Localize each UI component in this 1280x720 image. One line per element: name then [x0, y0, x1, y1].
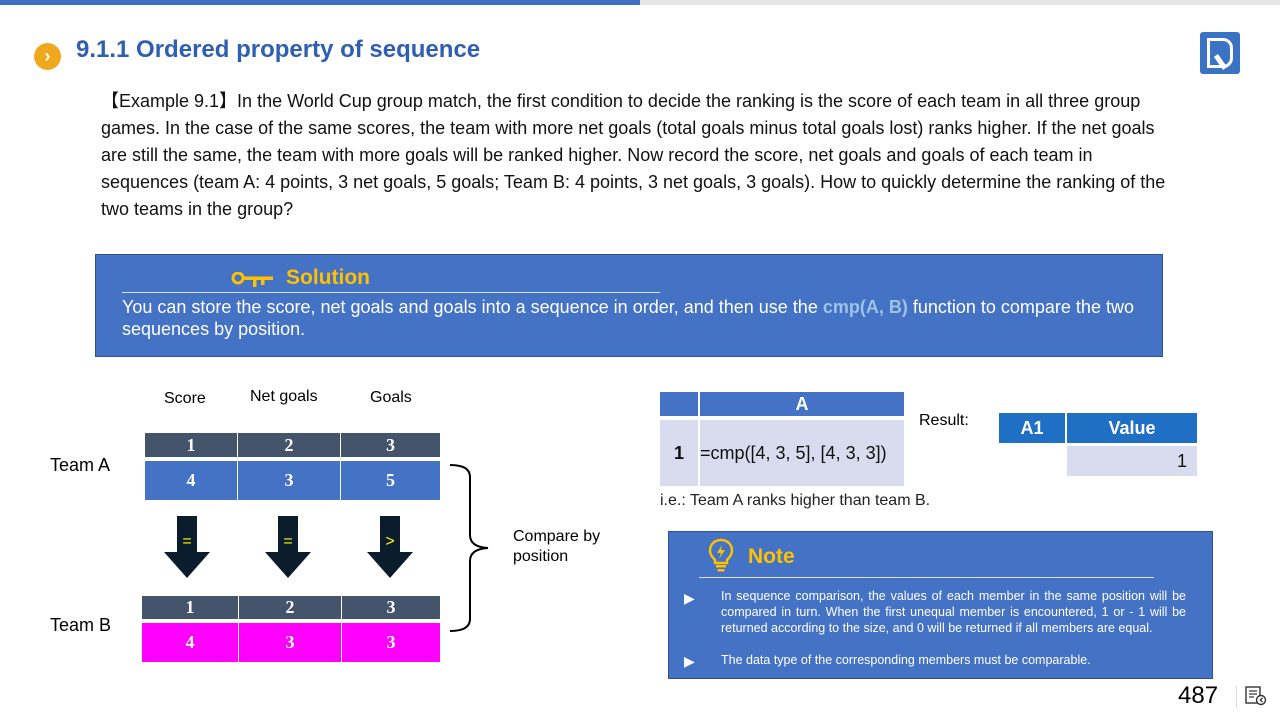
team-a-value-cell: 3: [238, 461, 341, 500]
top-progress-bar-track: [640, 0, 1280, 5]
compare-result-symbol: =: [283, 533, 293, 550]
play-bullet-icon: ▶: [684, 653, 695, 669]
note-item: The data type of the corresponding membe…: [721, 653, 1091, 667]
solution-box: Solution You can store the score, net go…: [95, 254, 1163, 357]
right-brace-icon: [449, 464, 489, 632]
raqsoft-logo-icon: [1200, 32, 1240, 74]
team-a-index-cell: 1: [145, 433, 238, 457]
solution-title: Solution: [286, 266, 370, 289]
page-number: 487: [1178, 682, 1219, 709]
note-box: Note ▶ In sequence comparison, the value…: [668, 531, 1213, 679]
chevron-right-icon: ›: [34, 43, 61, 70]
down-arrow-icon: [164, 516, 210, 578]
team-b-index-cell: 2: [239, 596, 342, 619]
team-b-index-cell: 1: [142, 596, 239, 619]
cellset-formula-cell[interactable]: =cmp([4, 3, 5], [4, 3, 3]): [700, 420, 904, 486]
team-a-value-cell: 5: [341, 461, 440, 500]
footer-divider: [1236, 686, 1237, 708]
compare-result-symbol: >: [385, 533, 395, 550]
solution-text: You can store the score, net goals and g…: [122, 297, 1134, 339]
down-arrow-icon: [265, 516, 311, 578]
solution-underline: [122, 292, 660, 293]
header-net-goals: Net goals: [250, 388, 318, 405]
team-a-index-cell: 3: [341, 433, 440, 457]
note-title: Note: [748, 545, 795, 568]
result-explanation: i.e.: Team A ranks higher than team B.: [660, 492, 931, 509]
lightbulb-icon: [708, 538, 734, 572]
cellset-row-header: 1: [660, 420, 698, 486]
cellset-grid: A 1 =cmp([4, 3, 5], [4, 3, 3]): [660, 392, 904, 486]
header-score: Score: [164, 390, 206, 407]
result-col-a1-header: A1: [999, 413, 1065, 443]
compare-by-position-label: Compare by position: [513, 528, 601, 565]
cellset-corner: [660, 392, 698, 416]
cellset-column-header: A: [700, 392, 904, 416]
result-col-value-header: Value: [1067, 413, 1197, 443]
team-a-index-cell: 2: [238, 433, 341, 457]
team-b-index-cell: 3: [342, 596, 440, 619]
team-a-index-row: 1 2 3: [145, 433, 440, 457]
play-bullet-icon: ▶: [684, 590, 695, 606]
team-b-value-cell: 3: [342, 623, 440, 662]
team-b-value-cell: 4: [142, 623, 239, 662]
note-underline: [699, 577, 1154, 578]
note-item: In sequence comparison, the values of ea…: [721, 589, 1186, 635]
team-a-label: Team A: [50, 455, 111, 475]
top-progress-bar-filled: [0, 0, 640, 5]
team-b-value-cell: 3: [239, 623, 342, 662]
team-a-value-row: 4 3 5: [145, 461, 440, 500]
result-value-cell: 1: [1067, 446, 1197, 476]
cmp-function-highlight: cmp(A, B): [822, 297, 908, 317]
result-label: Result:: [919, 412, 969, 429]
compare-result-symbol: =: [182, 533, 192, 550]
down-arrow-icon: [367, 516, 413, 578]
page-title: 9.1.1 Ordered property of sequence: [76, 36, 481, 63]
key-icon: [231, 272, 273, 287]
team-a-value-cell: 4: [145, 461, 238, 500]
example-paragraph: 【Example 9.1】In the World Cup group matc…: [101, 91, 1166, 219]
presenter-view-icon[interactable]: [1245, 686, 1267, 706]
team-b-index-row: 1 2 3: [142, 596, 440, 619]
team-b-value-row: 4 3 3: [142, 623, 440, 662]
header-goals: Goals: [370, 389, 412, 406]
team-b-label: Team B: [50, 615, 112, 635]
